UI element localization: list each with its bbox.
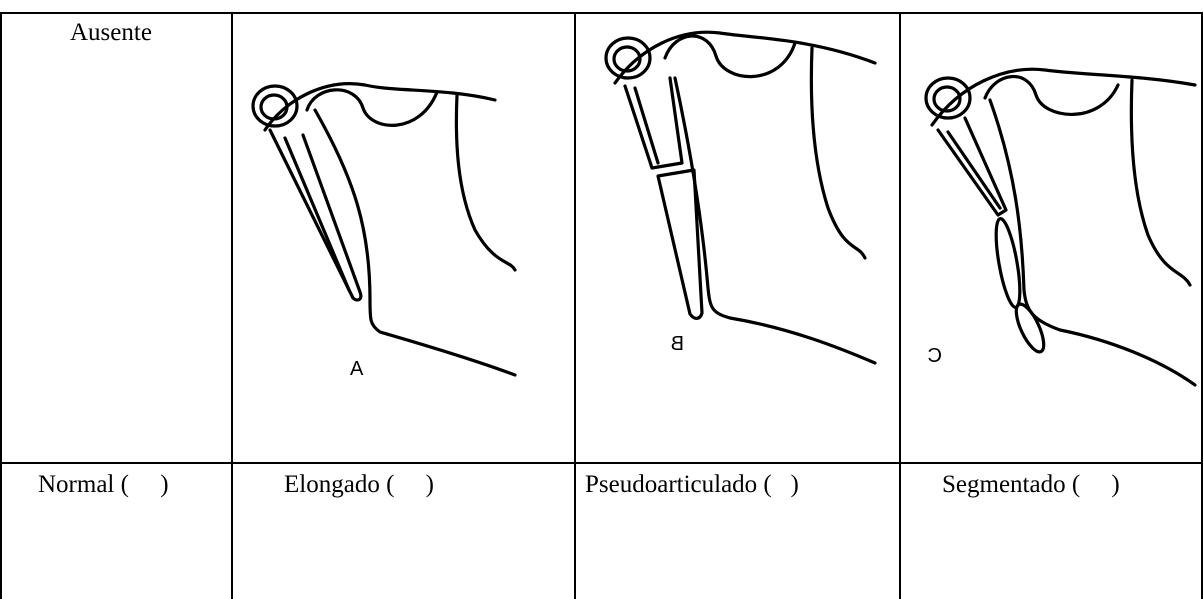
- table-col-divider-1: [231, 12, 233, 599]
- table-row-divider: [0, 462, 1203, 464]
- figure-letter-b: B: [671, 333, 684, 355]
- table-right-border: [1201, 12, 1203, 599]
- figure-letter-a: A: [350, 358, 364, 380]
- figure-segmented: C: [910, 30, 1200, 390]
- figure-letter-c: C: [928, 345, 942, 367]
- option-pseudoarticulado[interactable]: Pseudoarticulado ( ): [585, 470, 799, 500]
- styloid-segmented-drawing: C: [910, 30, 1200, 390]
- option-normal[interactable]: Normal ( ): [38, 470, 169, 500]
- table-left-border: [0, 12, 2, 599]
- option-segmentado[interactable]: Segmentado ( ): [942, 470, 1120, 500]
- table-col-divider-2: [574, 12, 576, 599]
- option-elongado[interactable]: Elongado ( ): [284, 470, 434, 500]
- table-top-border: [0, 12, 1203, 14]
- styloid-elongated-drawing: A: [245, 80, 535, 390]
- figure-elongated: A: [245, 80, 535, 390]
- figure-pseudoarticulated: B: [590, 18, 890, 368]
- styloid-pseudoarticulated-drawing: B: [590, 18, 890, 368]
- table-col-divider-3: [899, 12, 901, 599]
- cell-ausente: Ausente: [70, 18, 152, 48]
